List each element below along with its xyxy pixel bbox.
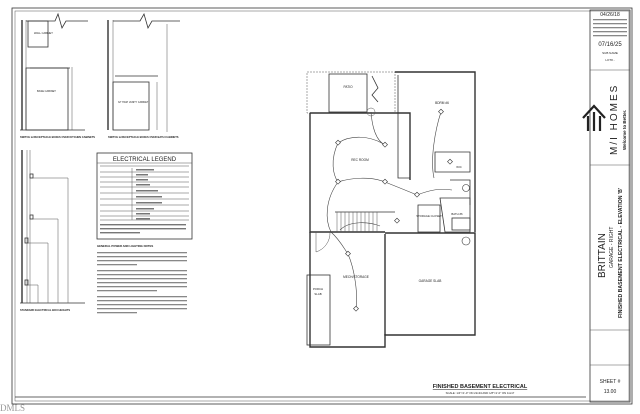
notes-heading: GENERAL POWER AND LIGHTING NOTES — [97, 244, 153, 248]
brand-tagline: Welcome to Better. — [622, 110, 627, 150]
room-porch-slab-1: PORCH — [313, 287, 323, 291]
room-patio: PATIO — [343, 85, 353, 89]
plan-title: FINISHED BASEMENT ELECTRICAL — [433, 384, 528, 390]
plan-name: BRITTAIN — [597, 233, 608, 278]
base-cabinet-label: BASE CABINET — [37, 89, 56, 93]
room-rec-room: REC ROOM — [351, 158, 369, 162]
bath-cabinet-detail — [107, 12, 180, 132]
legend-title: ELECTRICAL LEGEND — [113, 157, 177, 163]
electrical-circuits — [326, 107, 471, 312]
room-wic: WIC — [456, 165, 461, 169]
mi-homes-logo-icon — [582, 104, 606, 131]
room-garage-slab: GARAGE SLAB — [419, 279, 442, 283]
plan-scale: SCALE: 1/4"=1'-0" ON 22x34 AND 1/8"=1'-0… — [446, 391, 515, 395]
kitchen-cabinet-detail — [20, 12, 88, 131]
room-mech-storage: MECH/STORAGE — [343, 275, 369, 279]
date-revised: 07/16/25 — [598, 42, 622, 48]
watermark: DMLS — [0, 403, 25, 413]
room-porch-slab-2: SLAB — [314, 292, 321, 296]
date-original: 04/26/18 — [600, 12, 620, 18]
sub-name: SUB NAME — [602, 51, 618, 55]
sheet-border — [11, 7, 633, 405]
garage-orientation: GARAGE - RIGHT — [609, 227, 615, 268]
floor-plan — [306, 71, 476, 348]
lot-number: LOT# - — [605, 58, 614, 62]
sheet-number: 13.00 — [604, 389, 617, 395]
box-heights-detail — [20, 150, 85, 304]
title-block — [582, 9, 631, 403]
wall-cabinet-label: WALL CABINET — [34, 31, 53, 35]
electrical-legend — [96, 152, 193, 240]
vanity-cabinet-label: 32" HIGH VANITY CABINET — [118, 101, 149, 104]
heights-detail-caption: STANDARD ELECTRICAL BOX HEIGHTS — [20, 308, 70, 312]
bath-detail-caption: SWITCH & RECEPTACLE BOXES OVER BATH CABI… — [108, 135, 179, 139]
room-storage-closet: STORAGE CLOSET — [416, 214, 442, 218]
room-bedroom: BDRM #6 — [435, 101, 449, 105]
room-bath: BATH #6 — [451, 212, 463, 216]
brand-name: M/I HOMES — [609, 84, 620, 155]
kitchen-detail-caption: SWITCH & RECEPTACLE BOXES OVER KITCHEN C… — [20, 135, 95, 139]
general-notes-text — [97, 252, 187, 314]
sheet-inner-border — [14, 10, 630, 402]
sheet-title: FINISHED BASEMENT ELECTRICAL - ELEVATION… — [618, 188, 624, 318]
sheet-label: SHEET # — [600, 379, 621, 385]
